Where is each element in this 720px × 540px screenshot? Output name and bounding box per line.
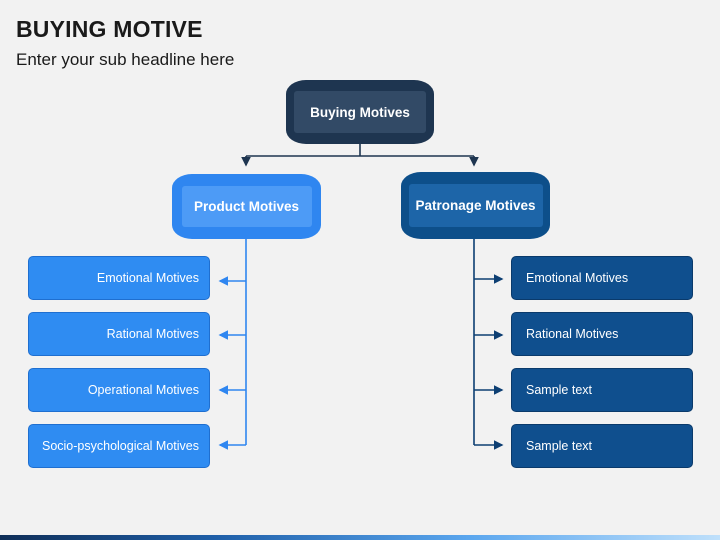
patronage-motives-node: Patronage Motives [401,172,550,239]
page-subtitle: Enter your sub headline here [16,50,235,69]
footer-gradient-bar [0,535,720,540]
patronage-motives-label: Patronage Motives [408,184,543,227]
root-node: Buying Motives [286,80,434,144]
root-node-label: Buying Motives [294,91,426,133]
patronage-item-1: Emotional Motives [511,256,693,300]
product-item-1: Emotional Motives [28,256,210,300]
patronage-item-2: Rational Motives [511,312,693,356]
product-item-4: Socio-psychological Motives [28,424,210,468]
product-motives-node: Product Motives [172,174,321,239]
product-item-2: Rational Motives [28,312,210,356]
product-item-3: Operational Motives [28,368,210,412]
patronage-item-3: Sample text [511,368,693,412]
patronage-item-4: Sample text [511,424,693,468]
page-title: BUYING MOTIVE [16,16,203,42]
product-motives-label: Product Motives [181,186,312,227]
